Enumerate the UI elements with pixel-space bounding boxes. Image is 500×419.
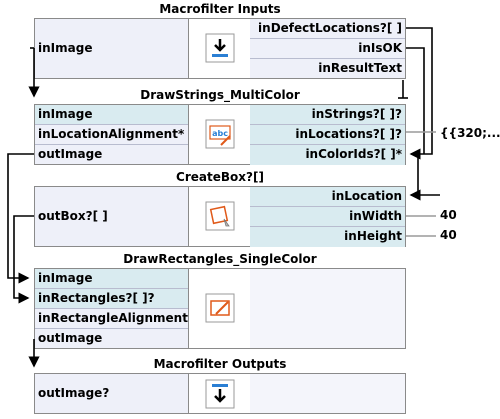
macrofilter-outputs-title: Macrofilter Outputs <box>153 357 287 371</box>
createbox-port-outbox[interactable]: outBox?[ ] <box>38 209 108 223</box>
drawstrings-node[interactable]: inImage inLocationAlignment* outImage ab… <box>34 104 406 165</box>
download-arrow-icon <box>205 33 235 63</box>
drawstrings-port-instrings[interactable]: inStrings?[ ]? <box>250 105 405 125</box>
output-port-inresulttext[interactable]: inResultText <box>318 61 402 75</box>
drawrectangles-port-inrectangles[interactable]: inRectangles?[ ]? <box>35 289 188 309</box>
input-port-inimage[interactable]: inImage <box>38 41 93 55</box>
createbox-port-inlocation[interactable]: inLocation <box>250 187 405 207</box>
output-arrow-icon <box>205 379 235 409</box>
output-port-outimage[interactable]: outImage? <box>38 386 110 400</box>
drawstrings-port-inimage[interactable]: inImage <box>35 105 188 125</box>
drawrectangles-port-outimage[interactable]: outImage <box>38 331 103 345</box>
drawstrings-title: DrawStrings_MultiColor <box>140 88 300 102</box>
drawrectangles-port-inrectanglealignment[interactable]: inRectangleAlignment* <box>35 309 188 329</box>
drawstrings-port-incolorids[interactable]: inColorIds?[ ]* <box>250 145 405 165</box>
macrofilter-outputs-node[interactable]: outImage? <box>34 373 406 414</box>
drawrectangles-port-inimage[interactable]: inImage <box>35 269 188 289</box>
output-port-inisok[interactable]: inIsOK <box>250 39 405 59</box>
inwidth-constant-value: 40 <box>440 208 457 222</box>
drawstrings-port-inlocations[interactable]: inLocations?[ ]? <box>250 125 405 145</box>
createbox-port-inwidth[interactable]: inWidth <box>250 207 405 227</box>
drawstrings-port-inlocationalignment[interactable]: inLocationAlignment* <box>35 125 188 145</box>
svg-text:abc: abc <box>212 129 228 138</box>
createbox-port-inheight[interactable]: inHeight <box>250 227 405 247</box>
draw-rectangle-icon <box>205 293 235 323</box>
macrofilter-inputs-title: Macrofilter Inputs <box>159 2 281 16</box>
drawrectangles-node[interactable]: inImage inRectangles?[ ]? inRectangleAli… <box>34 268 406 349</box>
createbox-title: CreateBox?[] <box>176 170 264 184</box>
createbox-node[interactable]: outBox?[ ] inLocation inWidth inHeight <box>34 186 406 247</box>
draw-strings-abc-icon: abc <box>205 119 235 149</box>
inheight-constant-value: 40 <box>440 228 457 242</box>
drawrectangles-title: DrawRectangles_SingleColor <box>123 252 317 266</box>
drawstrings-port-outimage[interactable]: outImage <box>38 147 103 161</box>
create-box-icon <box>205 201 235 231</box>
output-port-indefectlocations[interactable]: inDefectLocations?[ ] <box>250 19 405 39</box>
inlocations-constant-value: {{320;... <box>440 126 500 140</box>
macrofilter-inputs-node[interactable]: inImage inDefectLocations?[ ] inIsOK inR… <box>34 18 406 79</box>
